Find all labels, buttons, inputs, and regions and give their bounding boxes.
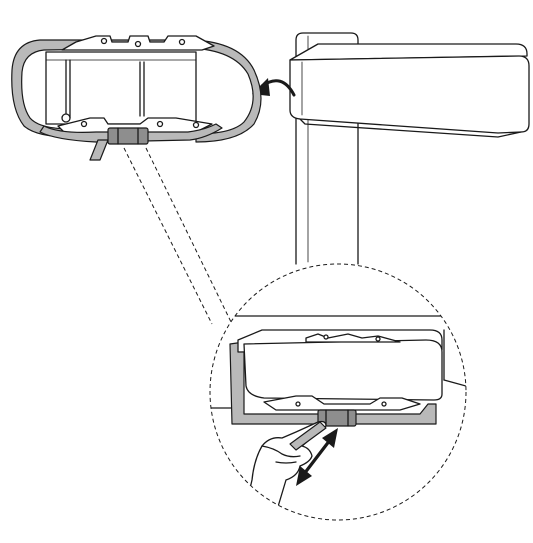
bracket-with-strap bbox=[11, 35, 262, 161]
mounted-box bbox=[289, 43, 530, 138]
callout-lines bbox=[123, 147, 233, 325]
double-arrow-icon bbox=[296, 428, 338, 486]
detail-magnifier bbox=[209, 263, 467, 521]
